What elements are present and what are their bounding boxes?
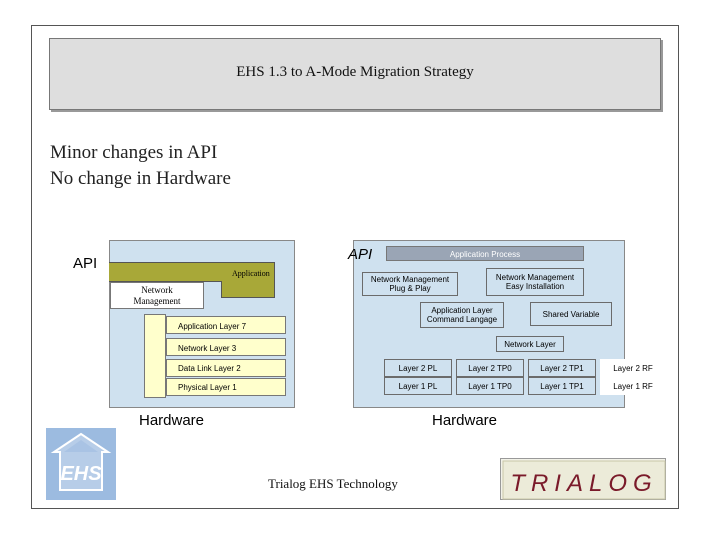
api-connector-horizontal — [109, 262, 222, 282]
layer-row-application — [166, 316, 286, 334]
title-bar — [49, 38, 661, 110]
svg-text:EHS: EHS — [60, 463, 102, 485]
network-layer-box: Network Layer — [496, 336, 564, 352]
right-api-label: API — [348, 246, 373, 263]
layer1-tp0-cell: Layer 1 TP0 — [456, 377, 524, 395]
footer-text: Trialog EHS Technology — [268, 476, 398, 491]
trialog-logo: TRIALOG — [500, 458, 666, 500]
network-management-box: Network Management — [110, 282, 204, 309]
layer2-rf-cell: Layer 2 RF — [600, 359, 666, 377]
layer-row-network — [166, 338, 286, 356]
application-label: Application — [232, 269, 270, 278]
layer-row-physical — [166, 378, 286, 396]
layer-label-physical: Physical Layer 1 — [178, 383, 237, 392]
application-process-box: Application Process — [386, 246, 584, 261]
nm-plug-play-box: Network Management Plug & Play — [362, 272, 458, 296]
application-box — [221, 262, 275, 298]
api-connector-line — [109, 281, 222, 282]
layer2-tp0-cell: Layer 2 TP0 — [456, 359, 524, 377]
slide-frame — [31, 25, 679, 509]
slide-title: EHS 1.3 to A-Mode Migration Strategy — [236, 64, 474, 80]
bullet-line-2: No change in Hardware — [50, 168, 231, 189]
layer2-pl-cell: Layer 2 PL — [384, 359, 452, 377]
layer-row-datalink — [166, 359, 286, 377]
left-api-label: API — [73, 255, 98, 272]
app-layer-command-box: Application Layer Command Langage — [420, 302, 504, 328]
bullet-line-1: Minor changes in API — [50, 142, 218, 163]
ehs-house-icon: EHS — [46, 428, 116, 500]
shared-variable-box: Shared Variable — [530, 302, 612, 326]
svg-text:TRIALOG: TRIALOG — [510, 470, 657, 497]
right-hardware-label: Hardware — [432, 412, 498, 429]
layer-label-datalink: Data Link Layer 2 — [178, 364, 241, 373]
layer1-tp1-cell: Layer 1 TP1 — [528, 377, 596, 395]
ehs-logo: EHS — [46, 428, 116, 500]
layer-column — [144, 314, 166, 398]
layer-label-application: Application Layer 7 — [178, 322, 247, 331]
left-hardware-label: Hardware — [139, 412, 205, 429]
layer1-rf-cell: Layer 1 RF — [600, 377, 666, 395]
layer-label-network: Network Layer 3 — [178, 344, 237, 353]
layer1-pl-cell: Layer 1 PL — [384, 377, 452, 395]
layer2-tp1-cell: Layer 2 TP1 — [528, 359, 596, 377]
api-connector-line-top — [109, 262, 222, 263]
nm-easy-install-box: Network Management Easy Installation — [486, 268, 584, 296]
trialog-wordmark: TRIALOG — [502, 460, 666, 500]
